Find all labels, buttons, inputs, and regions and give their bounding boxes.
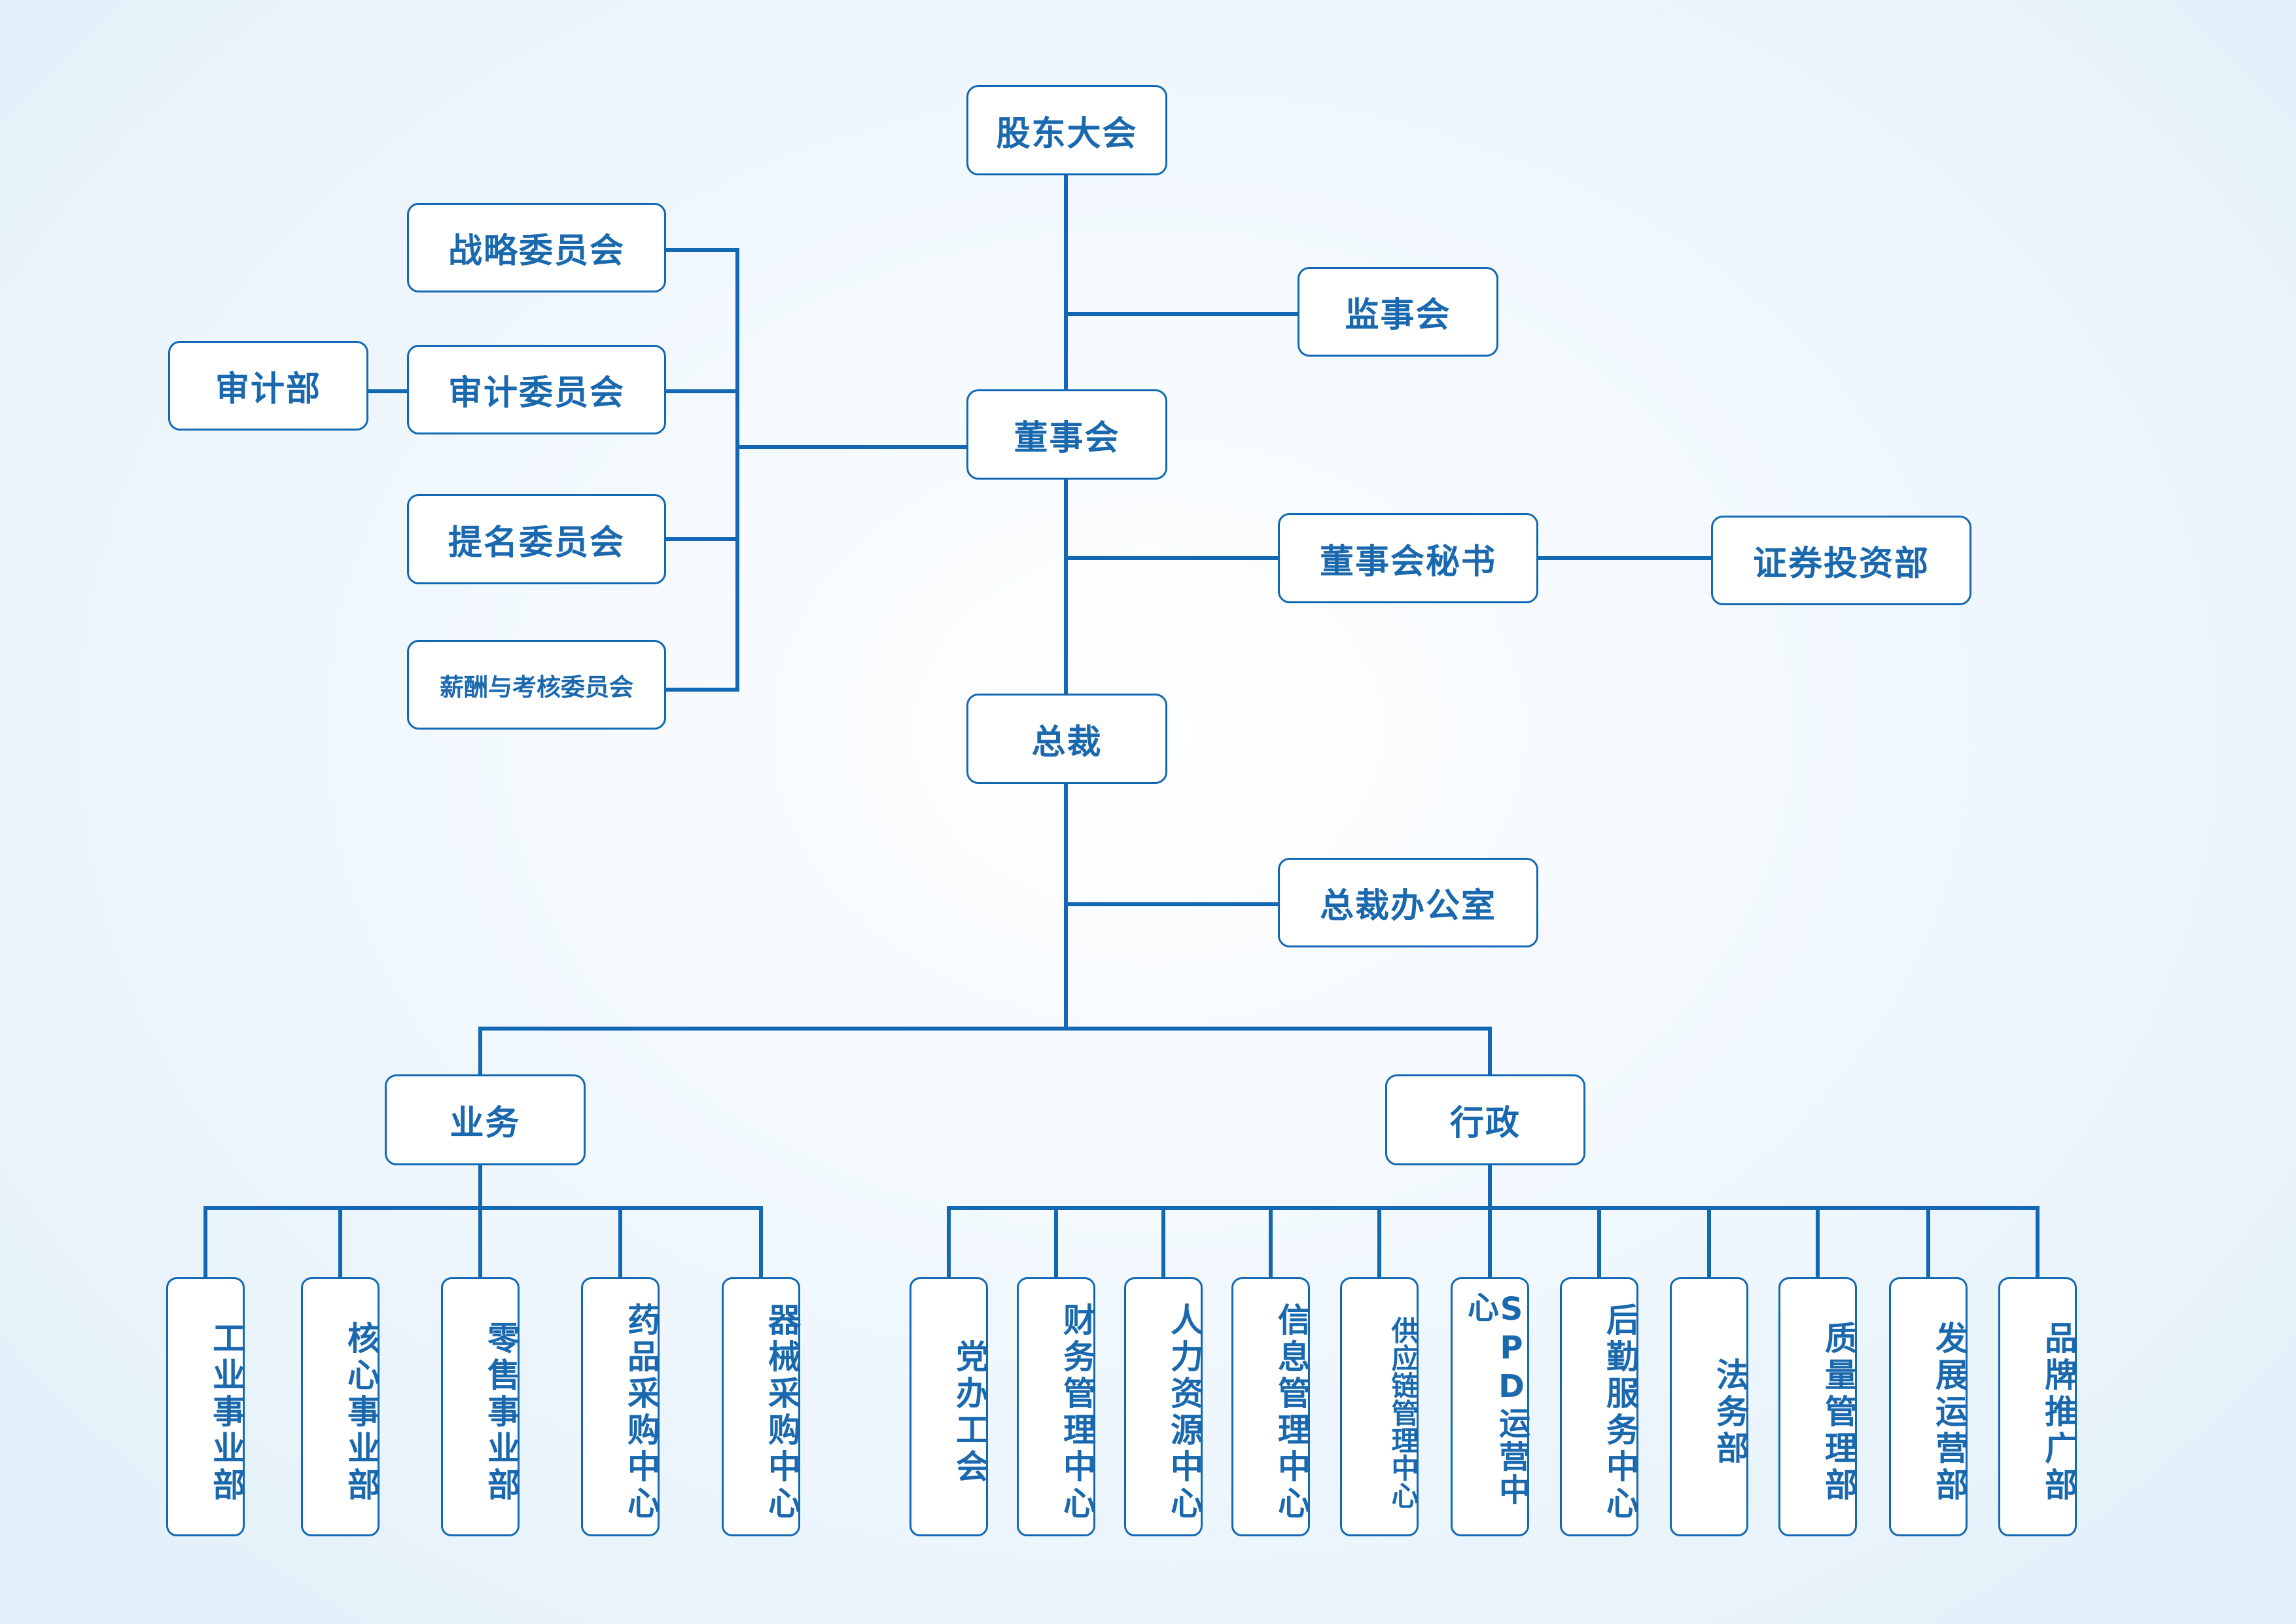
- admin-unit-6[interactable]: SPD运营中心: [1451, 1277, 1530, 1536]
- admin-unit-11[interactable]: 品牌推广部: [1998, 1277, 2077, 1536]
- business-unit-2[interactable]: 核心事业部: [301, 1277, 380, 1536]
- admin-unit-5[interactable]: 供应链管理中心: [1340, 1277, 1419, 1536]
- business-unit-1[interactable]: 工业事业部: [166, 1277, 245, 1536]
- audit-committee-box[interactable]: 审计委员会: [407, 345, 666, 434]
- securities-dept-box[interactable]: 证券投资部: [1711, 516, 1971, 605]
- business-unit-4[interactable]: 药品采购中心: [581, 1277, 660, 1536]
- board-secretary-box[interactable]: 董事会秘书: [1278, 513, 1538, 603]
- president-box[interactable]: 总裁: [966, 694, 1167, 784]
- admin-unit-2[interactable]: 财务管理中心: [1017, 1277, 1096, 1536]
- audit-dept-box[interactable]: 审计部: [168, 341, 368, 431]
- business-unit-3[interactable]: 零售事业部: [441, 1277, 520, 1536]
- admin-unit-1[interactable]: 党办工会: [910, 1277, 989, 1536]
- strategy-committee-box[interactable]: 战略委员会: [407, 203, 666, 292]
- admin-unit-4[interactable]: 信息管理中心: [1231, 1277, 1311, 1536]
- business-box[interactable]: 业务: [385, 1074, 586, 1165]
- supervisors-box[interactable]: 监事会: [1298, 267, 1498, 357]
- admin-unit-10[interactable]: 发展运营部: [1889, 1277, 1968, 1536]
- board-box[interactable]: 董事会: [966, 389, 1167, 480]
- admin-unit-3[interactable]: 人力资源中心: [1124, 1277, 1203, 1536]
- admin-unit-7[interactable]: 后勤服务中心: [1560, 1277, 1639, 1536]
- president-office-box[interactable]: 总裁办公室: [1278, 858, 1538, 947]
- shareholders-box[interactable]: 股东大会: [966, 85, 1167, 175]
- admin-unit-8[interactable]: 法务部: [1670, 1277, 1749, 1536]
- nomination-committee-box[interactable]: 提名委员会: [407, 494, 666, 584]
- admin-box[interactable]: 行政: [1385, 1074, 1585, 1165]
- compensation-committee-box[interactable]: 薪酬与考核委员会: [407, 640, 666, 730]
- admin-unit-9[interactable]: 质量管理部: [1778, 1277, 1858, 1536]
- business-unit-5[interactable]: 器械采购中心: [722, 1277, 801, 1536]
